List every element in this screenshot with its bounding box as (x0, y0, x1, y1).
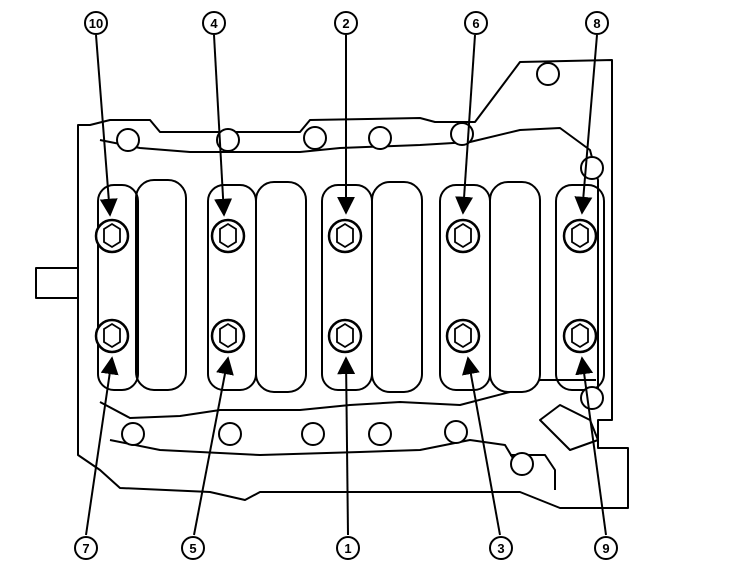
svg-text:8: 8 (593, 16, 600, 31)
cap-flange-2 (207, 184, 257, 391)
arrow-7 (85, 356, 119, 536)
lower-rim-2 (109, 439, 521, 471)
upper-rim (99, 127, 599, 400)
svg-text:2: 2 (342, 16, 349, 31)
cap-flange-5 (555, 184, 605, 391)
callout-8: 8 (585, 11, 609, 35)
arrow-5 (193, 356, 234, 536)
cap-flange-1 (97, 184, 139, 391)
bolt-top-1 (94, 218, 130, 254)
callout-6: 6 (464, 11, 488, 35)
svg-text:3: 3 (497, 541, 504, 556)
hole (303, 126, 327, 150)
bolt-bottom-1 (94, 318, 130, 354)
arrow-9 (575, 356, 607, 536)
arrow-1 (337, 356, 356, 536)
bolt-top-3 (327, 218, 363, 254)
hole (536, 62, 560, 86)
callout-4: 4 (202, 11, 226, 35)
housing-outline (77, 59, 629, 509)
svg-text:6: 6 (472, 16, 479, 31)
svg-text:7: 7 (82, 541, 89, 556)
callout-10: 10 (84, 11, 108, 35)
callout-5: 5 (181, 536, 205, 560)
svg-text:4: 4 (210, 16, 218, 31)
bolt-top-2 (210, 218, 246, 254)
bearing-cap-4 (489, 181, 541, 393)
arrow-8 (574, 34, 598, 215)
arrow-6 (455, 34, 476, 215)
arrow-3 (462, 356, 501, 536)
hole (444, 420, 468, 444)
svg-text:5: 5 (189, 541, 196, 556)
hole (510, 452, 534, 476)
bolt-bottom-4 (445, 318, 481, 354)
hole (218, 422, 242, 446)
bolt-top-4 (445, 218, 481, 254)
callout-9: 9 (594, 536, 618, 560)
hole (301, 422, 325, 446)
bearing-cap-1 (135, 179, 187, 391)
bolt-bottom-2 (210, 318, 246, 354)
hole (368, 422, 392, 446)
bearing-cap-2 (255, 181, 307, 393)
svg-text:1: 1 (344, 541, 351, 556)
arrow-10 (95, 34, 118, 217)
hole (121, 422, 145, 446)
hole (116, 128, 140, 152)
callout-2: 2 (334, 11, 358, 35)
cap-flange-4 (439, 184, 491, 391)
hole (216, 128, 240, 152)
hole (368, 126, 392, 150)
bolt-top-5 (562, 218, 598, 254)
bolt-bottom-5 (562, 318, 598, 354)
bearing-cap-3 (371, 181, 423, 393)
arrow-4 (213, 34, 233, 217)
svg-text:9: 9 (602, 541, 609, 556)
callout-3: 3 (489, 536, 513, 560)
hole (580, 386, 604, 410)
corner-detail (539, 404, 599, 451)
bolt-bottom-3 (327, 318, 363, 354)
callout-1: 1 (336, 536, 360, 560)
callout-7: 7 (74, 536, 98, 560)
svg-text:10: 10 (89, 16, 103, 31)
shaft-stub (35, 267, 78, 299)
